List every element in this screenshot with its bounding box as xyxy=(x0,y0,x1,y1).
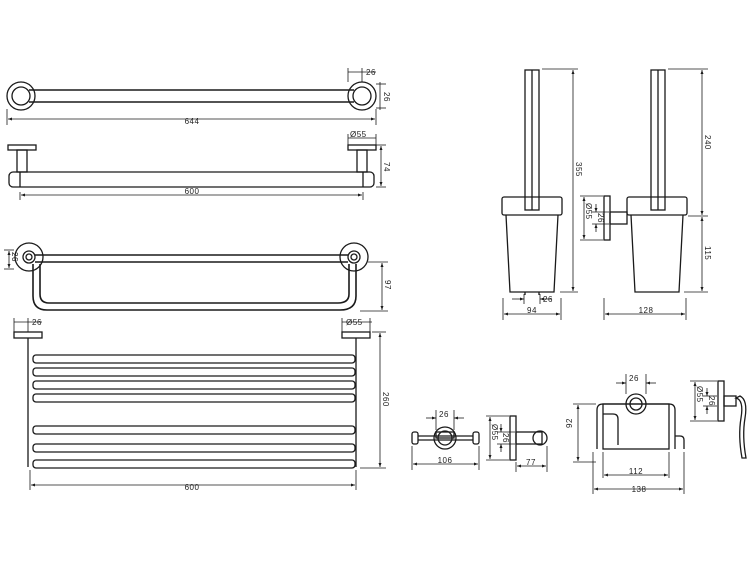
towel-bar-short-dimensions: 600 Ø55 74 xyxy=(19,130,391,200)
dim-towel-shelf-rose: Ø55 xyxy=(346,318,363,327)
dim-towel-bar-short-width: 600 xyxy=(185,187,200,196)
paper-holder-open-side-view xyxy=(717,380,747,459)
dim-towel-bar-short-rose: Ø55 xyxy=(350,130,367,139)
towel-rail-front-view xyxy=(14,242,369,311)
toilet-brush-wall-dimensions: 240 115 Ø55 26 128 xyxy=(580,68,712,320)
dim-paper-holder-top: 26 xyxy=(629,374,639,383)
dim-paper-holder-height: 92 xyxy=(565,418,574,428)
towel-bar-short-top-view xyxy=(7,144,377,188)
towel-rail-dimensions: 26 97 xyxy=(4,249,392,312)
dim-towel-bar-long-width: 644 xyxy=(185,117,200,126)
dim-towel-bar-long-depth: 26 xyxy=(366,68,376,77)
dim-towel-bar-short-projection: 74 xyxy=(382,162,391,172)
dim-towel-rail-offset: 26 xyxy=(10,252,19,262)
towel-bar-long-dimensions: 644 26 26 xyxy=(6,68,391,126)
dim-paper-holder-open-depth: 26 xyxy=(707,396,716,406)
dim-brush-wall-height-upper: 240 xyxy=(703,135,712,150)
dim-brush-wall-rose: Ø55 xyxy=(584,203,593,220)
dim-paper-holder-inner: 112 xyxy=(629,467,643,476)
dim-towel-shelf-offset: 26 xyxy=(32,318,42,327)
toilet-brush-wall xyxy=(603,69,688,293)
dim-brush-freestanding-width: 94 xyxy=(527,306,537,315)
dim-brush-wall-width: 128 xyxy=(639,306,654,315)
dim-towel-shelf-width: 600 xyxy=(185,483,200,492)
double-hook-dimensions: 26 106 xyxy=(411,410,480,470)
dim-brush-wall-height-lower: 115 xyxy=(703,246,712,260)
dim-paper-holder-outer: 138 xyxy=(632,485,647,494)
towel-bar-long-front-view xyxy=(6,81,377,111)
double-hook-side-view xyxy=(509,415,548,461)
towel-shelf-side-view xyxy=(13,331,371,469)
paper-holder-cover-front-view xyxy=(596,393,685,450)
dim-double-hook-top: 26 xyxy=(439,410,449,419)
towel-shelf-dimensions: 26 Ø55 260 600 xyxy=(13,318,390,492)
dim-towel-rail-projection: 97 xyxy=(383,280,392,290)
dim-double-hook-width: 106 xyxy=(438,456,453,465)
dim-double-hook-projection: 77 xyxy=(526,458,536,467)
dim-brush-freestanding-height: 355 xyxy=(574,162,583,177)
dim-double-hook-rose: Ø55 xyxy=(490,424,499,441)
paper-holder-cover-dimensions: 26 92 112 138 xyxy=(565,374,685,494)
dim-towel-bar-long-height: 26 xyxy=(382,92,391,102)
dim-brush-wall-depth: 26 xyxy=(596,213,605,223)
double-hook-side-dimensions: Ø55 26 77 xyxy=(486,415,548,472)
toilet-brush-freestanding-dimensions: 355 26 94 xyxy=(502,68,583,320)
dim-double-hook-depth: 26 xyxy=(501,433,510,443)
dim-towel-shelf-height: 260 xyxy=(381,392,390,407)
dim-paper-holder-open-rose: Ø55 xyxy=(695,386,704,403)
toilet-brush-freestanding xyxy=(501,69,563,295)
dim-brush-freestanding-base: 26 xyxy=(543,295,553,304)
paper-holder-open-dimensions: Ø55 26 xyxy=(690,380,717,422)
double-hook-front-view xyxy=(411,426,480,450)
